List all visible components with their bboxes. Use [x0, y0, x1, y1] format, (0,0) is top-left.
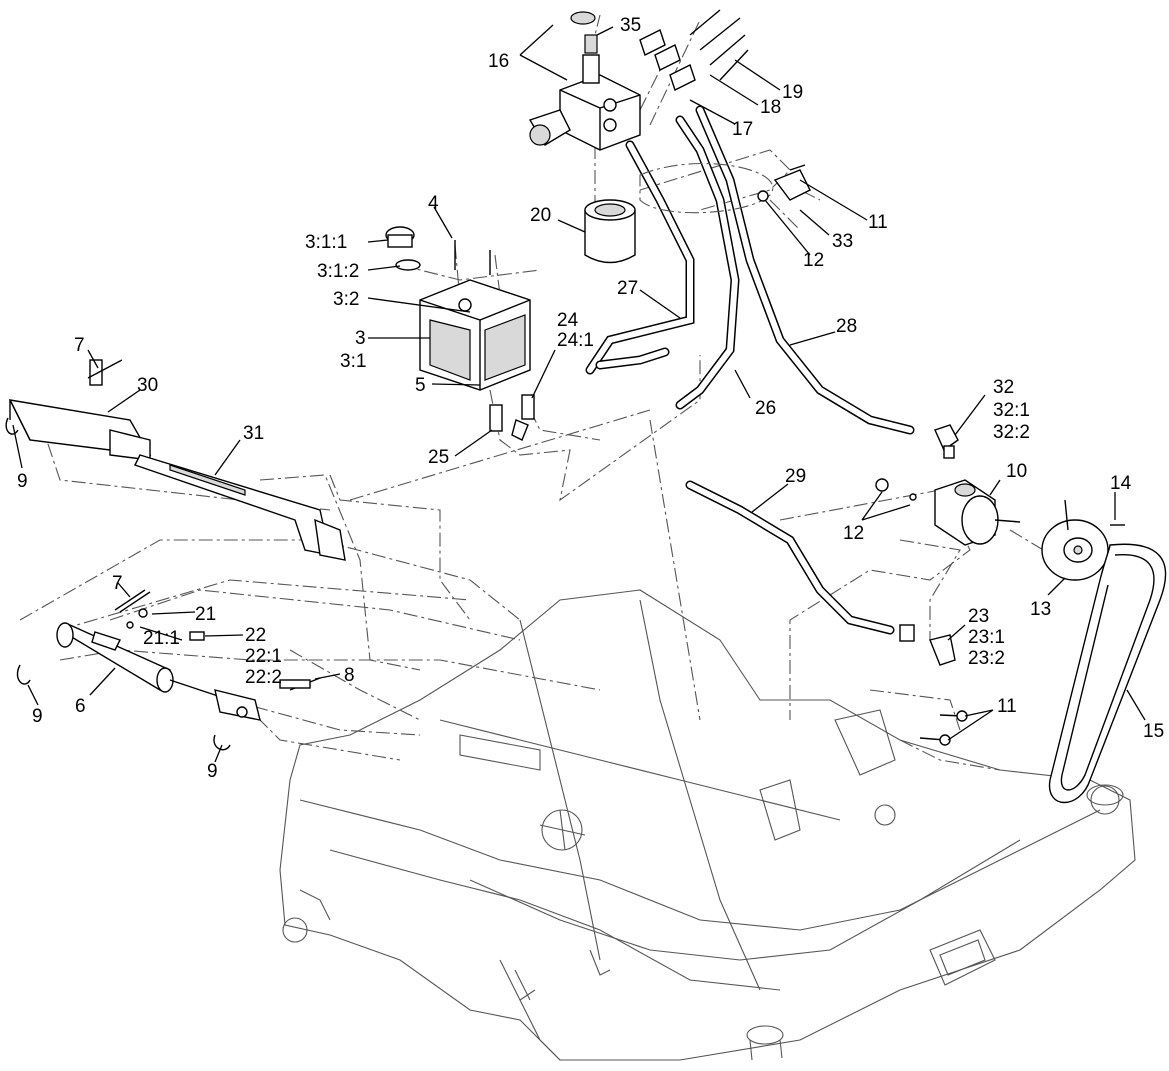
callout-7-bottom: 7	[112, 573, 123, 594]
callout-35: 35	[620, 15, 641, 36]
hose-27	[585, 140, 695, 375]
pin-7-top	[87, 359, 123, 379]
valve-block-16	[528, 9, 749, 151]
pump-10	[875, 478, 1021, 546]
callout-19: 19	[782, 82, 803, 103]
callout-9-left: 9	[32, 706, 43, 727]
callout-30: 30	[137, 375, 158, 396]
clamp-33	[757, 164, 811, 202]
callout-22: 22	[245, 625, 266, 646]
callout-6: 6	[75, 696, 86, 717]
callout-32: 32	[993, 377, 1014, 398]
callout-16: 16	[488, 51, 509, 72]
callout-3-1-1: 3:1:1	[305, 232, 347, 253]
callout-33: 33	[832, 231, 853, 252]
clip-9-a	[5, 417, 19, 435]
pulley-13	[1041, 499, 1125, 581]
belt-15	[1048, 543, 1167, 804]
callout-7-top: 7	[74, 335, 85, 356]
hose-29	[685, 480, 895, 635]
assembly-lines	[19, 14, 1101, 771]
clip-9-b	[16, 664, 31, 685]
callout-28: 28	[836, 316, 857, 337]
pin-7-bottom	[119, 591, 151, 613]
callout-20: 20	[530, 205, 551, 226]
cylinder-6	[56, 589, 321, 721]
callout-24-1: 24:1	[557, 330, 594, 351]
callout-labels: 16 35 19 18 17 11 33 12 20 4 3:1:1 3:1:2…	[17, 15, 1164, 782]
hose-short	[595, 347, 670, 370]
callout-4: 4	[428, 193, 439, 214]
lift-arm-30	[8, 359, 152, 461]
callout-3-1-2: 3:1:2	[317, 261, 359, 282]
callout-25: 25	[428, 447, 449, 468]
clip-9-c	[213, 734, 231, 751]
callout-11-bottom: 11	[997, 696, 1017, 717]
callout-3: 3	[355, 328, 366, 349]
assembly-ellipse	[639, 163, 774, 214]
fitting-32	[934, 424, 959, 459]
oil-cooler-3	[385, 226, 531, 391]
callout-3-2: 3:2	[333, 289, 359, 310]
callout-27: 27	[617, 278, 638, 299]
leader-lines	[12, 24, 1146, 763]
callout-31: 31	[243, 423, 264, 444]
callout-26: 26	[755, 398, 776, 419]
callout-23-2: 23:2	[968, 648, 1005, 669]
callout-12-mid: 12	[843, 523, 864, 544]
fitting-23	[899, 624, 956, 666]
hose-26	[675, 115, 740, 410]
callout-22-1: 22:1	[245, 646, 282, 667]
hose-28	[695, 105, 915, 435]
fittings-24-25	[489, 394, 535, 441]
tractor-frame-ghost	[279, 589, 1136, 1061]
callout-23-1: 23:1	[968, 627, 1005, 648]
callout-24: 24	[557, 310, 579, 331]
callout-29: 29	[785, 466, 806, 487]
callout-21-1: 21:1	[143, 628, 180, 649]
callout-9-bottom: 9	[207, 761, 218, 782]
bolts-11	[919, 710, 968, 746]
callout-21: 21	[195, 604, 216, 625]
callout-11-top: 11	[868, 212, 888, 233]
callout-14: 14	[1110, 473, 1132, 494]
filter-20	[584, 199, 636, 264]
callout-15: 15	[1143, 721, 1164, 742]
callout-18: 18	[760, 97, 781, 118]
callout-8: 8	[344, 665, 355, 686]
callout-10: 10	[1006, 461, 1027, 482]
callout-5: 5	[415, 375, 426, 396]
callout-32-2: 32:2	[993, 422, 1030, 443]
callout-13: 13	[1030, 599, 1051, 620]
callout-17: 17	[732, 119, 753, 140]
callout-12-top: 12	[803, 250, 824, 271]
callout-23: 23	[968, 606, 989, 627]
callout-3-1: 3:1	[340, 351, 366, 372]
callout-22-2: 22:2	[245, 667, 282, 688]
callout-9-top: 9	[17, 471, 28, 492]
callout-32-1: 32:1	[993, 400, 1030, 421]
plate-31	[134, 454, 346, 561]
